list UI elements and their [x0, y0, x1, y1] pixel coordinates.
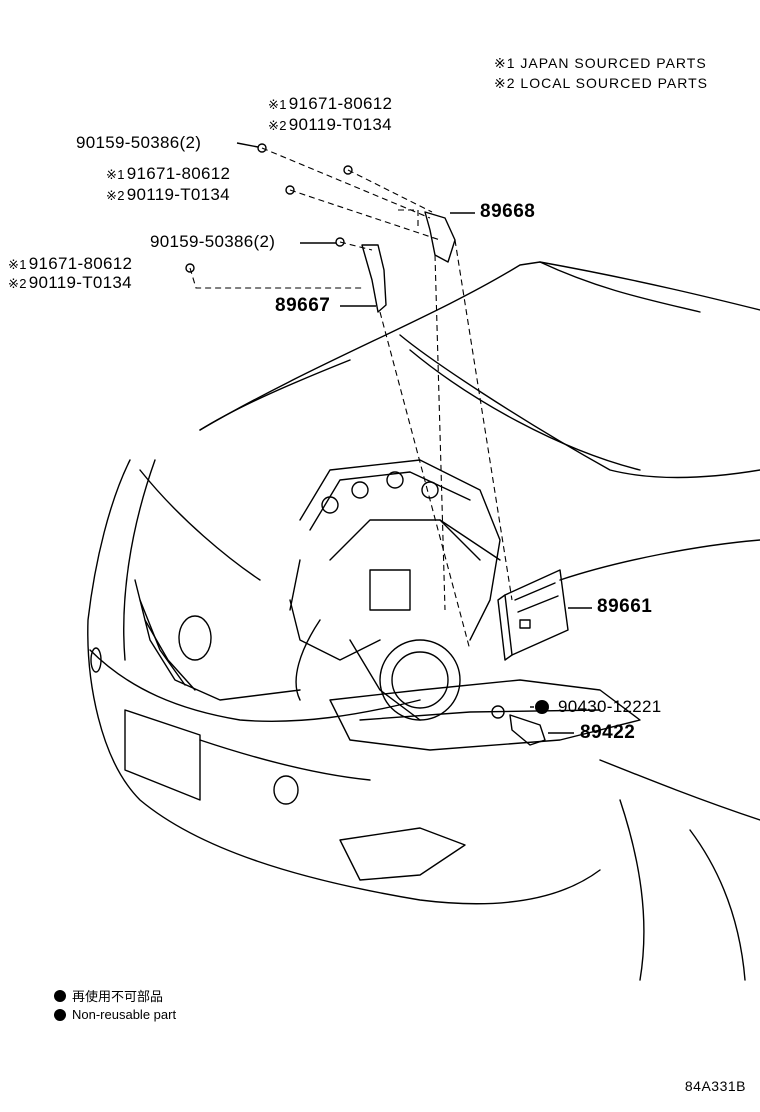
bracket-89668-drawing	[424, 211, 456, 263]
legend-en: Non-reusable part	[54, 1007, 176, 1022]
hood-outline	[199, 261, 760, 431]
fender-outline	[87, 459, 601, 905]
callout-bracket-89667: 89667	[275, 295, 331, 316]
callout-sensor-89422: 89422	[580, 722, 636, 743]
sensor-89422-drawing	[509, 714, 546, 746]
callout-nut-b: 90159-50386(2)	[150, 232, 276, 251]
fog-lamp-outline	[339, 827, 466, 881]
note-japan-sourced: ※1 JAPAN SOURCED PARTS	[494, 55, 707, 71]
callout-ecu-89661: 89661	[597, 596, 653, 617]
note-local-sourced: ※2 LOCAL SOURCED PARTS	[494, 75, 708, 91]
headlight-outline	[329, 679, 641, 751]
callout-gasket: 90430-12221	[558, 697, 662, 716]
legend-jp: 再使用不可部品	[54, 986, 163, 1005]
drawing-code: 84A331B	[684, 1078, 746, 1094]
non-reusable-dot-icon	[54, 1008, 66, 1021]
gasket-drawing	[491, 705, 505, 719]
grille-outline	[134, 579, 301, 701]
engine-assembly	[289, 459, 501, 721]
bracket-89667-drawing	[361, 244, 387, 313]
callout-nut-a: 90159-50386(2)	[76, 133, 202, 152]
non-reusable-dot-icon	[54, 989, 66, 1002]
callout-bracket-89668: 89668	[480, 201, 536, 222]
ecu-drawing	[497, 569, 569, 661]
